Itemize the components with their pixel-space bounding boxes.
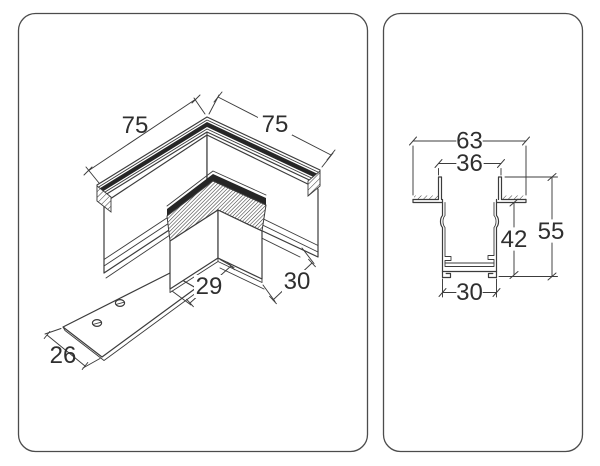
dim-label-flange-left: 75 — [122, 112, 149, 139]
section-dimensions: 63 36 55 42 30 — [409, 128, 565, 306]
isometric-corner-view: 75 75 29 30 26 — [43, 91, 336, 370]
dim-label-overall-height: 55 — [538, 218, 565, 245]
inner-corner-insert — [166, 170, 267, 293]
top-flange — [96, 116, 321, 213]
dim-label-base-width: 30 — [456, 279, 483, 306]
dim-label-flange-right: 75 — [262, 111, 289, 138]
dim-label-inner-depth: 42 — [501, 226, 528, 253]
dim-label-overall-width: 63 — [456, 128, 483, 155]
flange-end-cap — [96, 185, 112, 213]
dim-label-inner-width: 29 — [196, 273, 223, 300]
dim-label-channel-width: 30 — [284, 268, 311, 295]
cross-section-view: 63 36 55 42 30 — [409, 128, 565, 306]
iso-dimensions: 75 75 29 30 26 — [43, 91, 336, 370]
ceiling-hatch — [414, 195, 438, 200]
flange-end-cap — [307, 170, 321, 197]
dim-label-opening-width: 36 — [456, 150, 483, 177]
dim-label-bracket-width: 26 — [50, 342, 77, 369]
profile-outline — [412, 176, 527, 279]
right-panel-border — [382, 12, 584, 453]
ceiling-hatch — [502, 195, 526, 200]
